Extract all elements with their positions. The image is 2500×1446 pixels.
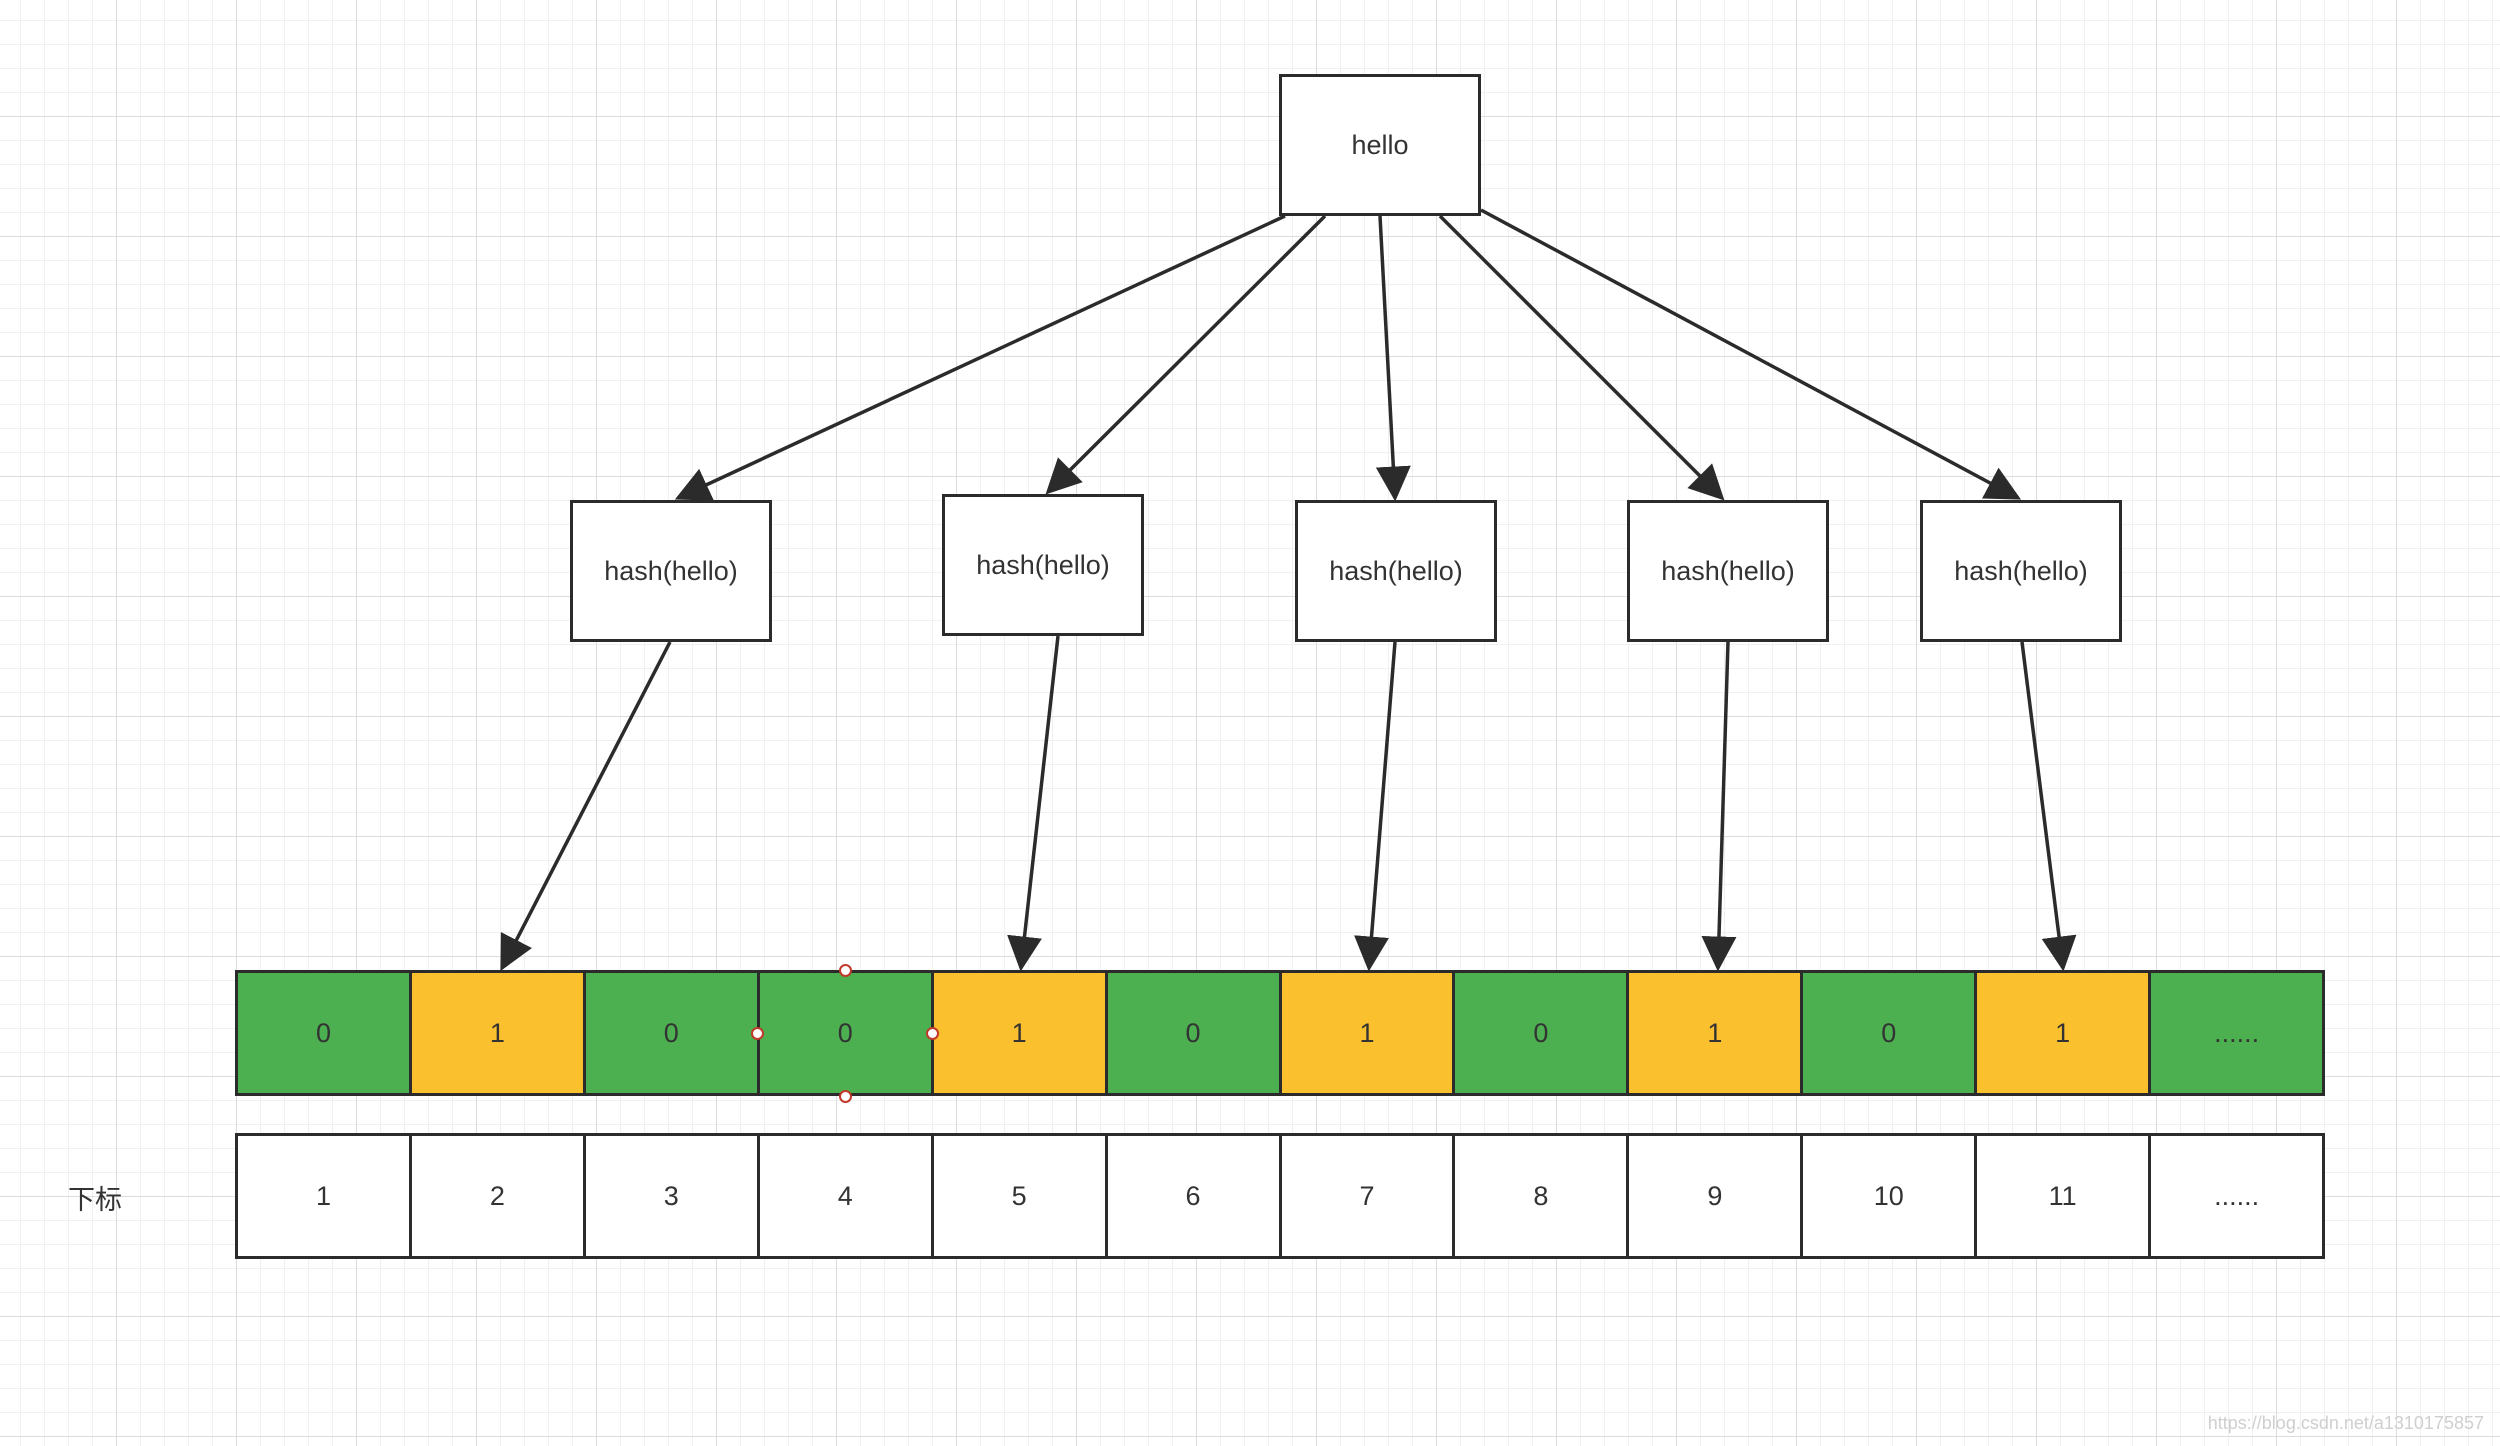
index-value: 11 (2048, 1180, 2077, 1211)
bit-value: 1 (1359, 1017, 1375, 1048)
bit-cell-5[interactable]: 1 (930, 973, 1105, 1093)
index-cell[interactable]: 6 (1104, 1136, 1279, 1256)
index-value: 6 (1185, 1180, 1201, 1211)
hash-node-label: hash(hello) (1329, 555, 1463, 586)
arrow-root-to-hash-4 (1438, 214, 1725, 501)
bit-value: 0 (1533, 1017, 1549, 1048)
index-cell[interactable]: 10 (1800, 1136, 1975, 1256)
hash-node-3[interactable]: hash(hello) (1295, 500, 1497, 642)
bit-value: 1 (1011, 1017, 1027, 1048)
arrow-hash-5-to-bit-11 (2020, 641, 2077, 972)
selection-handle-bottom[interactable] (839, 1090, 852, 1103)
selection-handle-right[interactable] (926, 1027, 939, 1040)
index-value: 9 (1707, 1180, 1723, 1211)
bit-cell-more[interactable]: ...... (2148, 973, 2323, 1093)
arrow-hash-1-to-bit-2 (500, 641, 672, 972)
hash-node-label: hash(hello) (976, 549, 1110, 580)
bit-array: 0 1 0 0 1 0 1 0 1 0 1 ...... (235, 970, 2325, 1096)
bit-cell-9[interactable]: 1 (1626, 973, 1801, 1093)
index-cell[interactable]: ...... (2148, 1136, 2323, 1256)
bit-value: 0 (663, 1017, 679, 1048)
hash-node-2[interactable]: hash(hello) (942, 494, 1144, 636)
bit-cell-4[interactable]: 0 (756, 973, 931, 1093)
bit-cell-11[interactable]: 1 (1974, 973, 2149, 1093)
bit-value: 1 (489, 1017, 505, 1048)
bit-value: 0 (837, 1017, 853, 1048)
hash-node-5[interactable]: hash(hello) (1920, 500, 2122, 642)
bit-cell-2[interactable]: 1 (408, 973, 583, 1093)
watermark: https://blog.csdn.net/a1310175857 (2207, 1413, 2484, 1433)
index-value: 1 (315, 1180, 331, 1211)
index-value: 8 (1533, 1180, 1549, 1211)
arrow-root-to-hash-1 (674, 214, 1286, 501)
bit-value: 0 (1881, 1017, 1897, 1048)
root-node-hello[interactable]: hello (1279, 74, 1481, 216)
bit-cell-1[interactable]: 0 (238, 973, 409, 1093)
index-cell[interactable]: 9 (1626, 1136, 1801, 1256)
hash-node-4[interactable]: hash(hello) (1627, 500, 1829, 642)
index-value: 10 (1873, 1180, 1904, 1211)
root-node-label: hello (1351, 129, 1409, 160)
bit-cell-7[interactable]: 1 (1278, 973, 1453, 1093)
index-cell[interactable]: 8 (1452, 1136, 1627, 1256)
bit-value: 1 (1707, 1017, 1723, 1048)
bit-value: 0 (315, 1017, 331, 1048)
index-cell[interactable]: 1 (238, 1136, 409, 1256)
index-cell[interactable]: 3 (582, 1136, 757, 1256)
arrow-root-to-hash-5 (1480, 208, 2022, 500)
hash-node-label: hash(hello) (604, 555, 738, 586)
bit-cell-8[interactable]: 0 (1452, 973, 1627, 1093)
index-cell[interactable]: 2 (408, 1136, 583, 1256)
index-value: 3 (663, 1180, 679, 1211)
index-cell[interactable]: 5 (930, 1136, 1105, 1256)
arrow-hash-3-to-bit-7 (1354, 641, 1397, 972)
bit-cell-3[interactable]: 0 (582, 973, 757, 1093)
index-cell[interactable]: 7 (1278, 1136, 1453, 1256)
arrow-root-to-hash-2 (1045, 214, 1327, 495)
arrow-root-to-hash-3 (1375, 215, 1411, 502)
arrow-hash-4-to-bit-9 (1701, 641, 1737, 972)
index-cell[interactable]: 4 (756, 1136, 931, 1256)
bit-value: ...... (2214, 1017, 2260, 1048)
index-array: 1 2 3 4 5 6 7 8 9 10 11 ...... (235, 1133, 2325, 1259)
index-value: 4 (837, 1180, 853, 1211)
arrow-hash-2-to-bit-5 (1007, 635, 1060, 972)
index-value: 7 (1359, 1180, 1375, 1211)
selection-handle-left[interactable] (751, 1027, 764, 1040)
bit-cell-6[interactable]: 0 (1104, 973, 1279, 1093)
index-row-label: 下标 (68, 1185, 122, 1215)
index-value: 5 (1011, 1180, 1027, 1211)
bit-value: 0 (1185, 1017, 1201, 1048)
selection-handle-top[interactable] (839, 964, 852, 977)
bit-value: 1 (2055, 1017, 2071, 1048)
index-value: ...... (2214, 1180, 2260, 1211)
index-value: 2 (489, 1180, 505, 1211)
bit-cell-10[interactable]: 0 (1800, 973, 1975, 1093)
hash-node-label: hash(hello) (1954, 555, 2088, 586)
hash-node-label: hash(hello) (1661, 555, 1795, 586)
hash-node-1[interactable]: hash(hello) (570, 500, 772, 642)
index-cell[interactable]: 11 (1974, 1136, 2149, 1256)
